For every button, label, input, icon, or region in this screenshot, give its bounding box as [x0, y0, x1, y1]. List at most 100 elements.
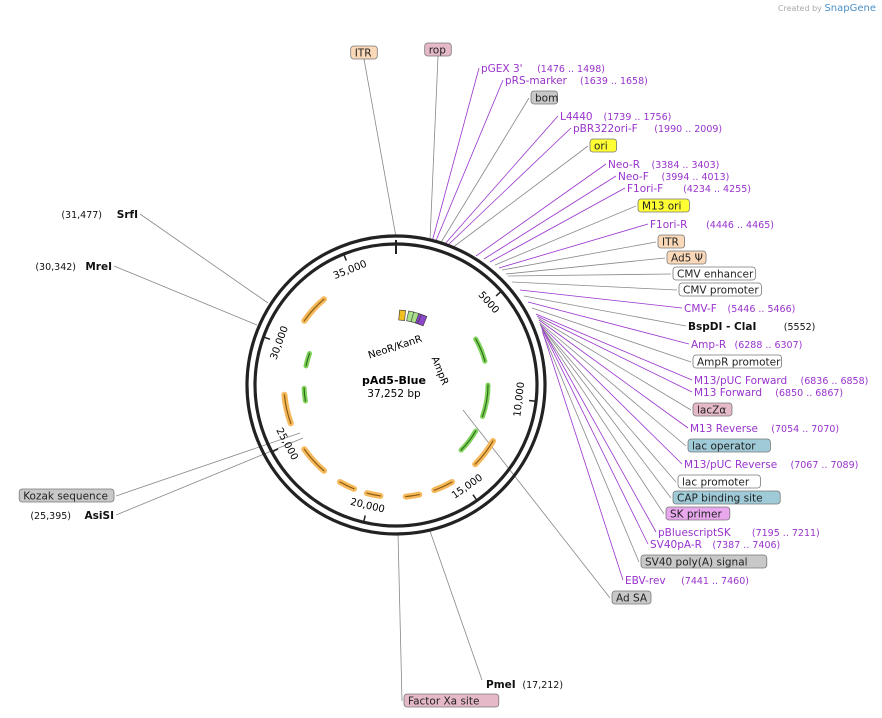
ad-sa-label[interactable]: Ad SA: [611, 590, 652, 605]
itr-right-label[interactable]: ITR: [657, 234, 686, 249]
bspdi-clai-coord: (5552): [784, 322, 816, 333]
lac-operator-box: [687, 438, 771, 453]
bom-text: bom: [535, 93, 558, 105]
pbluescriptsk-label[interactable]: pBluescriptSK(7195 .. 7211): [658, 527, 820, 539]
sk-primer-box: [665, 506, 731, 521]
prs-marker-coord: (1639 .. 1658): [580, 76, 648, 87]
neo-f-label[interactable]: Neo-F(3994 .. 4013): [618, 171, 729, 183]
lacz-alpha-label[interactable]: lacZα: [692, 402, 733, 417]
ampr-promoter-leader: [531, 307, 692, 363]
f1ori-r-leader: [498, 223, 649, 269]
sk-primer-text: SK primer: [670, 509, 722, 521]
pbr322ori-f-text: pBR322ori-F: [573, 123, 638, 135]
sk-primer-label[interactable]: SK primer: [665, 506, 731, 521]
ori-label[interactable]: ori: [589, 138, 618, 153]
m13-forward-label[interactable]: M13 Forward(6850 .. 6867): [694, 387, 843, 399]
itr-left-label[interactable]: ITR: [350, 45, 378, 60]
kozak-sequence-label[interactable]: Kozak sequence: [18, 488, 115, 503]
prs-marker-label[interactable]: pRS-marker (1639 .. 1658): [505, 75, 648, 87]
mrei-text: MreI: [85, 261, 112, 273]
neo-r-text: Neo-R: [608, 159, 640, 171]
f1ori-r-coord: (4446 .. 4465): [706, 220, 774, 231]
factor-xa-site-box: [403, 693, 500, 708]
neo-r-label[interactable]: Neo-R (3384 .. 3403): [608, 159, 719, 171]
sv40pa-r-label[interactable]: SV40pA-R(7387 .. 7406): [650, 539, 780, 551]
ad-sa-box: [611, 590, 652, 605]
itr-right-leader: [501, 241, 657, 271]
prs-marker-text: pRS-marker: [505, 75, 568, 87]
itr-left-text: ITR: [355, 48, 372, 60]
m13-forward-coord: (6850 .. 6867): [775, 388, 843, 399]
sv40-polya-box: [640, 554, 768, 569]
rop-leader: [429, 55, 439, 241]
bom-label[interactable]: bom: [530, 90, 558, 105]
cmv-promoter-text: CMV promoter: [683, 285, 759, 297]
srfi-label[interactable]: SrfI(31,477): [61, 209, 138, 221]
pmei-text: PmeI: [486, 679, 516, 691]
lac-promoter-label[interactable]: lac promoter: [677, 474, 761, 489]
sv40-polya-label[interactable]: SV40 poly(A) signal: [640, 554, 768, 569]
srfi-leader: [139, 213, 269, 304]
pmei-label[interactable]: PmeI (17,212): [486, 679, 563, 691]
pbluescriptsk-leader: [541, 327, 657, 533]
cmv-enhancer-leader: [507, 273, 672, 277]
m13-ori-label[interactable]: M13 ori: [637, 198, 690, 213]
tick-25000: [271, 448, 279, 453]
snapgene-logo: SnapGene: [824, 3, 876, 14]
tick-10000: [529, 399, 537, 403]
snapgene-credit: Created by SnapGene: [777, 3, 876, 14]
f1ori-r-label[interactable]: F1ori-R(4446 .. 4465): [650, 219, 774, 231]
orange-feature-stroke-6: [366, 492, 381, 497]
ampr-promoter-box: [692, 354, 782, 369]
m13-reverse-label[interactable]: M13 Reverse(7054 .. 7070): [690, 423, 839, 435]
orange-feature-stroke-4: [433, 481, 453, 491]
amp-r-leader: [527, 301, 690, 345]
mrei-label[interactable]: MreI(30,342): [35, 261, 112, 273]
cmv-enhancer-label[interactable]: CMV enhancer: [672, 266, 756, 281]
pbr322ori-f-label[interactable]: pBR322ori-F(1990 .. 2009): [573, 123, 722, 135]
l4440-label[interactable]: L4440(1739 .. 1756): [560, 111, 671, 123]
lac-operator-text: lac operator: [692, 441, 756, 453]
m13-puc-reverse-text: M13/pUC Reverse: [684, 459, 777, 471]
cap-binding-site-label[interactable]: CAP binding site: [672, 490, 781, 505]
m13-ori-leader: [494, 205, 637, 266]
neo-r-coord: (3384 .. 3403): [652, 160, 720, 171]
cmv-promoter-label[interactable]: CMV promoter: [678, 282, 762, 297]
asisi-leader: [115, 437, 304, 516]
bspdi-clai-label[interactable]: BspDI - ClaI(5552): [688, 321, 815, 333]
itr-right-text: ITR: [662, 237, 679, 249]
tick-label-35000: 35,000: [332, 259, 369, 282]
cap-binding-site-text: CAP binding site: [677, 493, 763, 505]
cmv-f-label[interactable]: CMV-F(5446 .. 5466): [684, 303, 795, 315]
cmv-enhancer-text: CMV enhancer: [677, 269, 754, 281]
ebv-rev-label[interactable]: EBV-rev(7441 .. 7460): [625, 575, 749, 587]
itr-left-leader: [363, 58, 397, 238]
lac-operator-label[interactable]: lac operator: [687, 438, 771, 453]
ampr-promoter-text: AmpR promoter: [697, 357, 781, 369]
itr-right-box: [657, 234, 686, 249]
amp-r-label[interactable]: Amp-R(6288 .. 6307): [691, 339, 802, 351]
factor-xa-site-label[interactable]: Factor Xa site: [403, 693, 500, 708]
cmv-f-leader: [519, 289, 683, 309]
m13-puc-reverse-label[interactable]: M13/pUC Reverse(7067 .. 7089): [684, 459, 858, 471]
srfi-text: SrfI: [117, 209, 138, 221]
rop-label[interactable]: rop: [424, 42, 452, 57]
asisi-coord: (25,395): [30, 511, 71, 522]
green-feature-stroke-0: [481, 384, 489, 418]
pmei-coord: (17,212): [522, 680, 563, 691]
ampr-promoter-label[interactable]: AmpR promoter: [692, 354, 782, 369]
pgex-3-label[interactable]: pGEX 3'(1476 .. 1498): [481, 63, 605, 75]
f1ori-f-label[interactable]: F1ori-F(4234 .. 4255): [627, 183, 751, 195]
m13-puc-forward-label[interactable]: M13/pUC Forward(6836 .. 6858): [694, 375, 868, 387]
kozak-sequence-box: [18, 488, 115, 503]
orange-feature-stroke-2: [303, 448, 325, 472]
lac-operator-leader: [538, 321, 687, 447]
orange-feature-stroke-0: [303, 298, 325, 322]
pbluescriptsk-coord: (7195 .. 7211): [752, 528, 820, 539]
ori-box: [589, 138, 618, 153]
asisi-label[interactable]: AsiSI(25,395): [30, 510, 114, 522]
l4440-leader: [443, 115, 559, 246]
ad5-psi-label[interactable]: Ad5 Ψ: [666, 250, 707, 265]
mrei-leader: [113, 265, 258, 326]
